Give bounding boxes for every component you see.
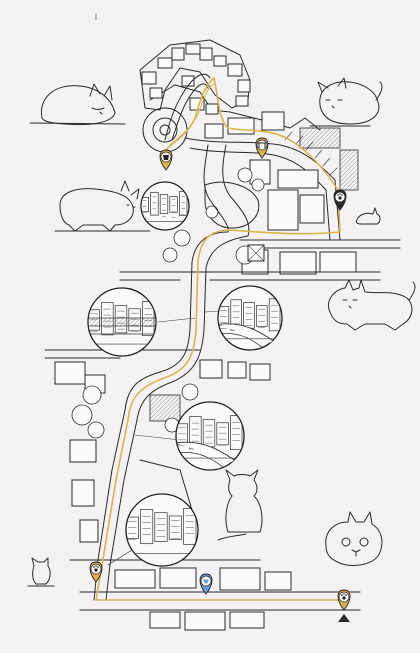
stretching-cat-right — [328, 279, 416, 331]
vignette-river-bend — [217, 285, 283, 351]
small-cat-left — [27, 557, 55, 587]
marker-end[interactable] — [337, 589, 351, 611]
marker-cafe[interactable] — [159, 149, 173, 171]
bottom-blocks — [69, 559, 361, 631]
cross-road-upper — [119, 271, 381, 281]
heart-icon — [200, 575, 212, 587]
right-street-houses — [139, 359, 271, 521]
vignette-curved-street — [175, 401, 245, 471]
curved-road-east — [184, 111, 341, 241]
house — [185, 43, 201, 55]
small-cat-upper-right — [355, 207, 381, 225]
face-cat — [325, 511, 383, 566]
house — [171, 47, 185, 61]
sitting-cat-back — [217, 469, 263, 541]
marker-shrine[interactable] — [255, 137, 269, 159]
house — [157, 57, 173, 69]
left-street-houses — [44, 349, 201, 543]
roundabout — [142, 107, 188, 153]
marker-blue-pin[interactable] — [199, 573, 213, 595]
markers-layer — [89, 137, 351, 611]
sleeping-cat — [29, 83, 126, 126]
house — [205, 103, 219, 115]
vignettes-layer — [87, 181, 283, 567]
house — [141, 71, 157, 85]
park-center — [162, 167, 265, 265]
vignette-shop-front — [140, 181, 190, 231]
direction-arrow-icon — [338, 614, 350, 622]
house — [227, 63, 243, 77]
marker-start[interactable] — [89, 561, 103, 583]
house — [237, 79, 251, 93]
vignette-shop-street — [125, 493, 199, 567]
gate-icon — [256, 139, 268, 151]
main-street — [93, 144, 250, 601]
house — [199, 47, 213, 61]
lying-cat-top-right — [309, 77, 383, 127]
paw-icon — [334, 191, 346, 203]
house — [149, 87, 163, 99]
house — [213, 55, 227, 67]
paw-icon — [338, 591, 350, 603]
walking-cat-left — [54, 180, 151, 232]
residential-cluster-top — [139, 39, 321, 141]
marker-dark-stop[interactable] — [333, 189, 347, 211]
paw-icon — [90, 563, 102, 575]
house — [235, 95, 249, 107]
vignette-station-platform — [87, 287, 157, 357]
cup-icon — [160, 151, 172, 163]
